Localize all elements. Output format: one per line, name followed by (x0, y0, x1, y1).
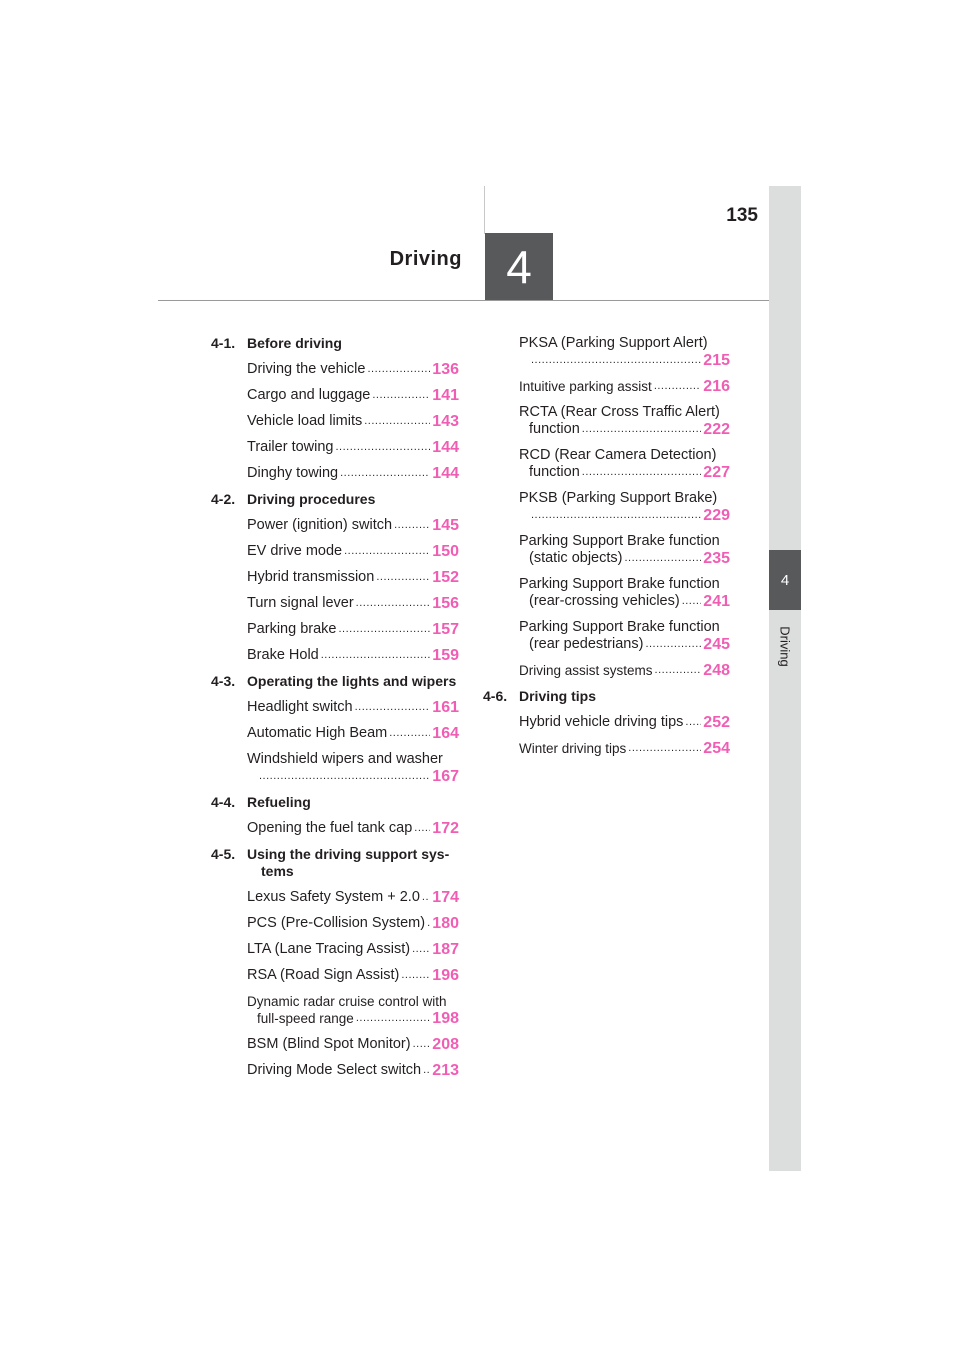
page-link[interactable]: 208 (432, 1036, 459, 1053)
toc-section-4-1: 4-1. Before driving (211, 335, 459, 352)
page-link[interactable]: 254 (703, 740, 730, 757)
toc-entry-rcd[interactable]: RCD (Rear Camera Detection)function.....… (519, 447, 730, 481)
toc-entry-driving-the-vehicle[interactable]: Driving the vehicle.....................… (247, 361, 459, 378)
page-link[interactable]: 227 (703, 464, 730, 481)
page-link[interactable]: 215 (703, 352, 730, 369)
toc-entry-headlight-switch[interactable]: Headlight switch........................… (247, 699, 459, 716)
header-rule (158, 300, 770, 301)
toc-entry-driving-mode-select[interactable]: Driving Mode Select switch..............… (247, 1062, 459, 1079)
toc-entry-trailer-towing[interactable]: Trailer towing..........................… (247, 439, 459, 456)
section-number: 4-1. (211, 335, 236, 351)
toc-entry-ev-drive-mode[interactable]: EV drive mode...........................… (247, 543, 459, 560)
section-title: Operating the lights and wipers (247, 673, 457, 689)
toc-section-4-5: 4-5. Using the driving support sys- tems (211, 846, 459, 880)
toc-entry-pcs[interactable]: PCS (Pre-Collision System)..............… (247, 915, 459, 932)
toc-entry-power-switch[interactable]: Power (ignition) switch.................… (247, 517, 459, 534)
section-title-line2: tems (261, 863, 294, 879)
toc-entry-hybrid-driving-tips[interactable]: Hybrid vehicle driving tips.............… (519, 714, 730, 731)
toc-entry-winter-driving-tips[interactable]: Winter driving tips.....................… (519, 740, 730, 757)
toc-entry-pksb[interactable]: PKSB (Parking Support Brake)............… (519, 490, 730, 524)
page-link[interactable]: 159 (432, 647, 459, 664)
toc-section-4-2: 4-2. Driving procedures (211, 491, 459, 508)
page-link[interactable]: 216 (703, 378, 730, 395)
toc-section-4-6: 4-6. Driving tips (483, 688, 730, 705)
page-link[interactable]: 144 (432, 439, 459, 456)
toc-entry-rcta[interactable]: RCTA (Rear Cross Traffic Alert)function.… (519, 404, 730, 438)
page-link[interactable]: 136 (432, 361, 459, 378)
page-link[interactable]: 196 (432, 967, 459, 984)
toc-entry-psb-rear-crossing[interactable]: Parking Support Brake function(rear-cros… (519, 576, 730, 610)
toc-entry-pksa[interactable]: PKSA (Parking Support Alert)............… (519, 335, 730, 369)
section-number: 4-3. (211, 673, 236, 689)
page-link[interactable]: 150 (432, 543, 459, 560)
page-link[interactable]: 248 (703, 662, 730, 679)
page-link[interactable]: 174 (432, 889, 459, 906)
toc-entry-lexus-safety-system[interactable]: Lexus Safety System + 2.0...............… (247, 889, 459, 906)
toc-entry-turn-signal-lever[interactable]: Turn signal lever.......................… (247, 595, 459, 612)
toc-section-4-4: 4-4. Refueling (211, 794, 459, 811)
section-title: Before driving (247, 335, 342, 351)
side-tab-label: Driving (777, 625, 793, 667)
chapter-title: Driving (389, 248, 462, 270)
toc-right-column: PKSA (Parking Support Alert)............… (483, 335, 730, 766)
toc-entry-brake-hold[interactable]: Brake Hold..............................… (247, 647, 459, 664)
page-link[interactable]: 198 (432, 1010, 459, 1027)
page-link[interactable]: 145 (432, 517, 459, 534)
section-number: 4-4. (211, 794, 236, 810)
page-link[interactable]: 252 (703, 714, 730, 731)
toc-entry-dinghy-towing[interactable]: Dinghy towing...........................… (247, 465, 459, 482)
section-title: Driving procedures (247, 491, 376, 507)
page-number: 135 (726, 205, 758, 226)
page-link[interactable]: 161 (432, 699, 459, 716)
toc-section-4-3: 4-3. Operating the lights and wipers (211, 673, 459, 690)
toc-entry-hybrid-transmission[interactable]: Hybrid transmission.....................… (247, 569, 459, 586)
toc-entry-automatic-high-beam[interactable]: Automatic High Beam.....................… (247, 725, 459, 742)
page-link[interactable]: 241 (703, 593, 730, 610)
section-number: 4-6. (483, 688, 508, 704)
toc-entry-rsa[interactable]: RSA (Road Sign Assist)..................… (247, 967, 459, 984)
page-link[interactable]: 164 (432, 725, 459, 742)
section-title-line1: Using the driving support sys- (247, 846, 450, 862)
toc-entry-cargo-and-luggage[interactable]: Cargo and luggage.......................… (247, 387, 459, 404)
side-tab-number: 4 (780, 571, 790, 589)
page-link[interactable]: 229 (703, 507, 730, 524)
page-link[interactable]: 245 (703, 636, 730, 653)
page-link[interactable]: 152 (432, 569, 459, 586)
toc-left-column: 4-1. Before driving Driving the vehicle.… (211, 335, 459, 1088)
header-divider (484, 186, 485, 234)
page-link[interactable]: 172 (432, 820, 459, 837)
page-link[interactable]: 180 (432, 915, 459, 932)
page-link[interactable]: 222 (703, 421, 730, 438)
section-title: Driving tips (519, 688, 597, 704)
toc-entry-windshield-wipers[interactable]: Windshield wipers and washer............… (247, 751, 459, 785)
toc-entry-driving-assist-systems[interactable]: Driving assist systems..................… (519, 662, 730, 679)
page-link[interactable]: 156 (432, 595, 459, 612)
page-link[interactable]: 235 (703, 550, 730, 567)
toc-entry-psb-rear-pedestrians[interactable]: Parking Support Brake function(rear pede… (519, 619, 730, 653)
page-link[interactable]: 167 (432, 768, 459, 785)
chapter-number: 4 (506, 241, 532, 293)
side-tab-number-box[interactable]: 4 (769, 550, 801, 610)
page-link[interactable]: 141 (432, 387, 459, 404)
page-link[interactable]: 144 (432, 465, 459, 482)
section-title: Refueling (247, 794, 311, 810)
side-tab-strip (769, 186, 801, 1171)
toc-entry-bsm[interactable]: BSM (Blind Spot Monitor)................… (247, 1036, 459, 1053)
toc-entry-parking-brake[interactable]: Parking brake...........................… (247, 621, 459, 638)
toc-entry-lta[interactable]: LTA (Lane Tracing Assist)...............… (247, 941, 459, 958)
section-number: 4-5. (211, 846, 236, 862)
page-link[interactable]: 187 (432, 941, 459, 958)
chapter-number-box: 4 (485, 233, 553, 301)
toc-entry-intuitive-parking-assist[interactable]: Intuitive parking assist................… (519, 378, 730, 395)
toc-entry-vehicle-load-limits[interactable]: Vehicle load limits.....................… (247, 413, 459, 430)
toc-entry-psb-static-objects[interactable]: Parking Support Brake function(static ob… (519, 533, 730, 567)
page-link[interactable]: 143 (432, 413, 459, 430)
page-link[interactable]: 157 (432, 621, 459, 638)
toc-entry-fuel-tank-cap[interactable]: Opening the fuel tank cap...............… (247, 820, 459, 837)
page-link[interactable]: 213 (432, 1062, 459, 1079)
section-number: 4-2. (211, 491, 236, 507)
